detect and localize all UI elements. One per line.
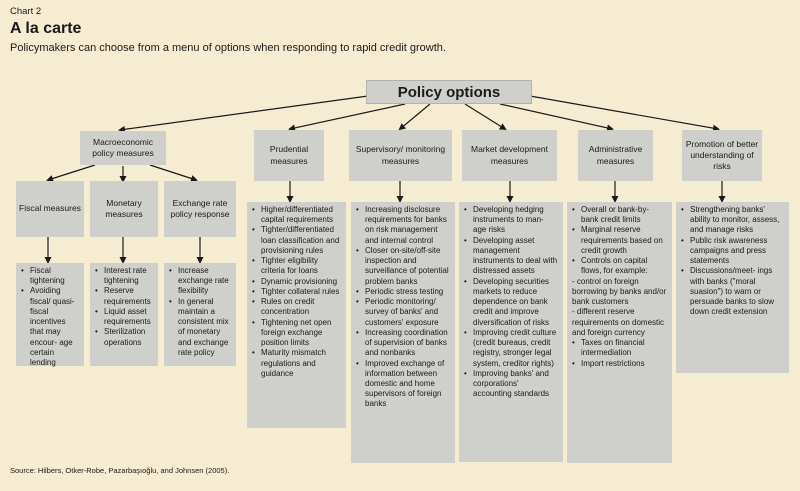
page-subtitle: Policymakers can choose from a menu of o… (10, 42, 446, 54)
list-item: Improving banks' and corporations' accou… (464, 369, 559, 400)
arrow-root-market (464, 103, 507, 131)
page-title: A la carte (10, 20, 82, 37)
list-item: Rules on credit concentration (252, 297, 342, 317)
list-item: Fiscal tightening (21, 266, 80, 286)
sub-monetary-measures: Monetary measures (90, 181, 158, 237)
list-market-development: Developing hedging instruments to man- a… (459, 202, 563, 462)
list-item: Higher/differentiated capital requiremen… (252, 205, 342, 225)
category-promotion: Promotion of better understanding of ris… (682, 130, 762, 181)
list-item: Increase exchange rate flexibility (169, 266, 232, 297)
list-item: Sterilization operations (95, 327, 154, 347)
list-item: Developing securities markets to reduce … (464, 277, 559, 328)
list-item: Liquid asset requirements (95, 307, 154, 327)
list-item: Increasing disclosure requirements for b… (356, 205, 451, 246)
list-item: - control on foreign borrowing by banks … (572, 276, 667, 307)
list-item: Interest rate tightening (95, 266, 154, 286)
list-item: Periodic monitoring/ survey of banks' an… (356, 297, 451, 328)
list-item: Public risk awareness campaigns and pres… (681, 236, 785, 267)
sub-fiscal-measures: Fiscal measures (16, 181, 84, 237)
list-item: Overall or bank-by- bank credit limits (572, 205, 668, 225)
list-item: Reserve requirements (95, 286, 154, 306)
list-promotion: Strengthening banks' ability to monitor,… (676, 202, 789, 373)
arrow-macro-fiscal (46, 164, 96, 182)
list-item: Improved exchange of information between… (356, 359, 451, 410)
list-item: Discussions/meet- ings with banks ("mora… (681, 266, 785, 317)
arrow-macro-exchange (149, 164, 198, 182)
list-administrative: Overall or bank-by- bank credit limits M… (567, 202, 672, 463)
list-item: Improving credit culture (credit bureaus… (464, 328, 559, 369)
source-note: Source: Hilbers, Otker-Robe, Pazarbaşıoğ… (10, 466, 230, 475)
category-market-development: Market development measures (462, 130, 557, 181)
arrow-root-macro (118, 95, 369, 133)
list-monetary: Interest rate tightening Reserve require… (90, 263, 158, 366)
list-item: Increasing coordination of supervision o… (356, 328, 451, 359)
category-prudential: Prudential measures (254, 130, 324, 181)
arrow-root-supervisory (398, 103, 431, 131)
list-item: Developing hedging instruments to man- a… (464, 205, 559, 236)
list-item: Maturity mismatch regulations and guidan… (252, 348, 342, 379)
arrow-root-promotion (529, 95, 720, 132)
list-item: Closer on-site/off-site inspection and s… (356, 246, 451, 287)
category-supervisory: Supervisory/ monitoring measures (349, 130, 452, 181)
list-item: Tighter eligibility criteria for loans (252, 256, 342, 276)
list-exchange-rate: Increase exchange rate flexibility In ge… (164, 263, 236, 366)
list-item: Tightening net open foreign exchange pos… (252, 318, 342, 349)
category-macroeconomic: Macroeconomic policy measures (80, 131, 166, 165)
list-item: Tighter collateral rules (252, 287, 342, 297)
list-supervisory: Increasing disclosure requirements for b… (351, 202, 455, 463)
list-item: Dynamic provisioning (252, 277, 342, 287)
list-item: Developing asset management instruments … (464, 236, 559, 277)
root-node-policy-options: Policy options (366, 80, 532, 104)
list-item: Avoiding fiscal/ quasi-fiscal incentives… (21, 286, 80, 368)
list-item: Strengthening banks' ability to monitor,… (681, 205, 785, 236)
sub-exchange-rate-policy: Exchange rate policy response (164, 181, 236, 237)
list-item: Marginal reserve requirements based on c… (572, 225, 668, 256)
arrow-root-prudential (288, 103, 406, 132)
list-item: Taxes on financial intermediation (572, 338, 668, 358)
list-item: Import restrictions (572, 359, 668, 369)
list-item: Tighter/differentiated loan classificati… (252, 225, 342, 256)
arrow-root-admin (499, 103, 614, 132)
list-item: Controls on capital flows, for example: (572, 256, 668, 276)
category-administrative: Administrative measures (578, 130, 653, 181)
list-prudential: Higher/differentiated capital requiremen… (247, 202, 346, 428)
list-item: - different reserve requirements on dome… (572, 307, 665, 337)
list-item: Periodic stress testing (356, 287, 451, 297)
list-item: In general maintain a consistent mix of … (169, 297, 232, 358)
list-fiscal: Fiscal tightening Avoiding fiscal/ quasi… (16, 263, 84, 368)
chart-number: Chart 2 (10, 6, 42, 17)
